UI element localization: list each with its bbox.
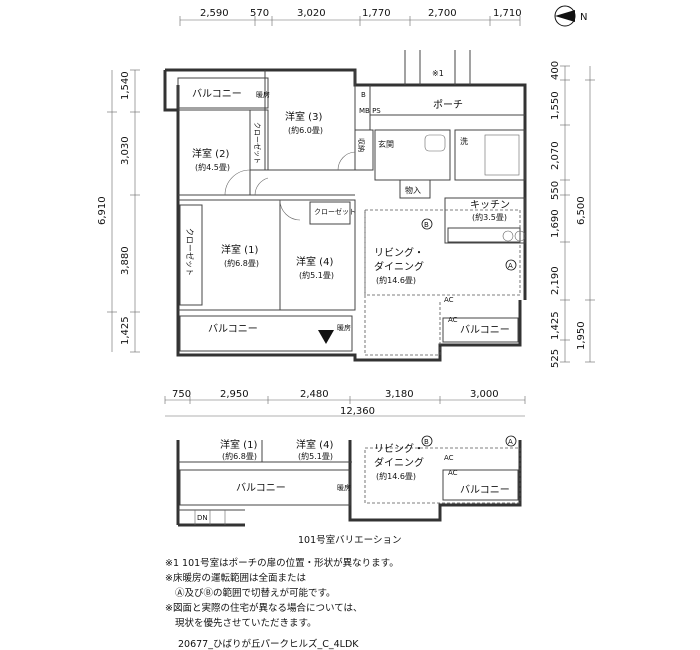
note-line-1: ※1 101号室はポーチの扉の位置・形状が異なります。 (165, 558, 399, 569)
dim-bottom-5: 3,000 (470, 389, 499, 400)
label-balcony-bottom-left: バルコニー (208, 323, 258, 335)
dim-top-2: 570 (250, 8, 269, 19)
label-balcony-bottom-right: バルコニー (460, 324, 510, 336)
var-label-living-1: リビング・ (374, 442, 424, 455)
label-room1: 洋室 (1) (221, 243, 258, 256)
dim-bottom-1: 750 (172, 389, 191, 400)
dim-top-1: 2,590 (200, 8, 229, 19)
var-circle-a (505, 435, 517, 447)
label-closet-c: クローゼット (314, 207, 356, 216)
dim-bottom-3: 2,480 (300, 389, 329, 400)
var-label-room4-area: (約5.1畳) (298, 451, 333, 461)
label-circle-a: A (508, 262, 513, 270)
bottom-dimension-line: 750 2,950 2,480 3,180 3,000 12,360 (164, 389, 526, 417)
label-room4: 洋室 (4) (296, 255, 333, 268)
label-danbou-bottom: 暖房 (337, 323, 351, 332)
footer-caption: 20677_ひばりが丘パークヒルズ_C_4LDK (178, 639, 359, 650)
label-room4-area: (約5.1畳) (299, 270, 334, 280)
dim-left-5: 1,425 (120, 316, 131, 345)
note-line-2: ※床暖房の運転範囲は全面または (165, 573, 306, 584)
label-room2-area: (約4.5畳) (195, 162, 230, 172)
label-shuno: 収納 (357, 138, 366, 152)
var-label-balcony-right: バルコニー (460, 484, 510, 496)
dim-bottom-4: 3,180 (385, 389, 414, 400)
label-kitchen-area: (約3.5畳) (472, 212, 507, 222)
var-label-living-2: ダイニング (374, 456, 424, 469)
label-living-2: ダイニング (374, 260, 424, 273)
var-label-living-area: (約14.6畳) (376, 471, 416, 481)
dim-top-3: 3,020 (297, 8, 326, 19)
label-kitchen: キッチン (470, 199, 510, 211)
dim-left-3: 6,910 (97, 196, 108, 225)
circle-a-main (505, 259, 517, 271)
var-label-balcony-left: バルコニー (236, 482, 286, 494)
label-note1-mark: ※1 (432, 69, 444, 78)
dim-right-2: 1,550 (550, 91, 561, 120)
var-label-room1-area: (約6.8畳) (222, 451, 257, 461)
dim-right-3: 2,070 (550, 141, 561, 170)
label-sen: 洗 (460, 136, 468, 146)
left-dimension-line: 1,540 3,030 6,910 3,880 1,425 (97, 69, 140, 353)
var-label-ac-1: AC (444, 454, 454, 462)
label-closet-b: クローゼット (185, 228, 195, 276)
dim-right-4: 550 (550, 181, 561, 200)
label-closet-a: クローゼット (253, 122, 262, 164)
top-dimension-line: 2,590 570 3,020 1,770 2,700 1,710 (179, 8, 522, 26)
label-room3: 洋室 (3) (285, 110, 322, 123)
note-line-3: Ⓐ及びⒷの範囲で切替えが可能です。 (175, 588, 336, 599)
dim-right-6: 6,500 (576, 196, 587, 225)
var-label-dn: DN (197, 514, 208, 522)
dim-right-7: 2,190 (550, 266, 561, 295)
var-label-circle-b: B (424, 438, 429, 446)
label-ac-2: AC (448, 316, 458, 324)
label-danbou-top: 暖房 (256, 90, 270, 99)
north-label: N (580, 12, 587, 23)
dim-right-5: 1,690 (550, 209, 561, 238)
var-circle-b (421, 435, 433, 447)
label-living-1: リビング・ (374, 246, 424, 259)
var-label-ac-2: AC (448, 469, 458, 477)
dim-left-4: 3,880 (120, 246, 131, 275)
dim-right-9: 1,950 (576, 321, 587, 350)
var-label-circle-a: A (508, 438, 513, 446)
dim-right-1: 400 (550, 61, 561, 80)
dim-left-2: 3,030 (120, 136, 131, 165)
main-plan (163, 50, 527, 362)
var-label-danbou: 暖房 (337, 483, 351, 492)
variation-plan (176, 440, 522, 527)
dim-left-1: 1,540 (120, 71, 131, 100)
note-line-4: ※図面と実際の住宅が異なる場合については、 (165, 603, 363, 614)
var-label-room4: 洋室 (4) (296, 438, 333, 451)
label-room2: 洋室 (2) (192, 147, 229, 160)
dim-top-5: 2,700 (428, 8, 457, 19)
notes-block: ※1 101号室はポーチの扉の位置・形状が異なります。 ※床暖房の運転範囲は全面… (165, 556, 685, 631)
dim-bottom-2: 2,950 (220, 389, 249, 400)
dim-right-10: 525 (550, 349, 561, 368)
label-circle-b: B (424, 221, 429, 229)
var-label-room1: 洋室 (1) (220, 438, 257, 451)
label-room3-area: (約6.0畳) (288, 125, 323, 135)
label-b-mark: B (361, 91, 366, 99)
label-living-area: (約14.6畳) (376, 275, 416, 285)
label-ac-1: AC (444, 296, 454, 304)
dim-right-8: 1,425 (550, 311, 561, 340)
dim-top-4: 1,770 (362, 8, 391, 19)
label-monoire: 物入 (405, 185, 421, 195)
variation-caption: 101号室バリエーション (298, 535, 402, 546)
label-genkan: 玄関 (378, 139, 394, 149)
north-arrow: N (554, 5, 587, 27)
label-mbps: MB PS (359, 107, 381, 115)
dim-total: 12,360 (340, 406, 375, 417)
right-dimension-line: 400 1,550 2,070 550 1,690 6,500 2,190 1,… (550, 61, 595, 368)
label-porch: ポーチ (433, 99, 463, 111)
dim-top-6: 1,710 (493, 8, 522, 19)
circle-b-main (421, 218, 433, 230)
label-balcony-top: バルコニー (192, 88, 242, 100)
note-line-5: 現状を優先させていただきます。 (175, 618, 317, 629)
label-room1-area: (約6.8畳) (224, 258, 259, 268)
